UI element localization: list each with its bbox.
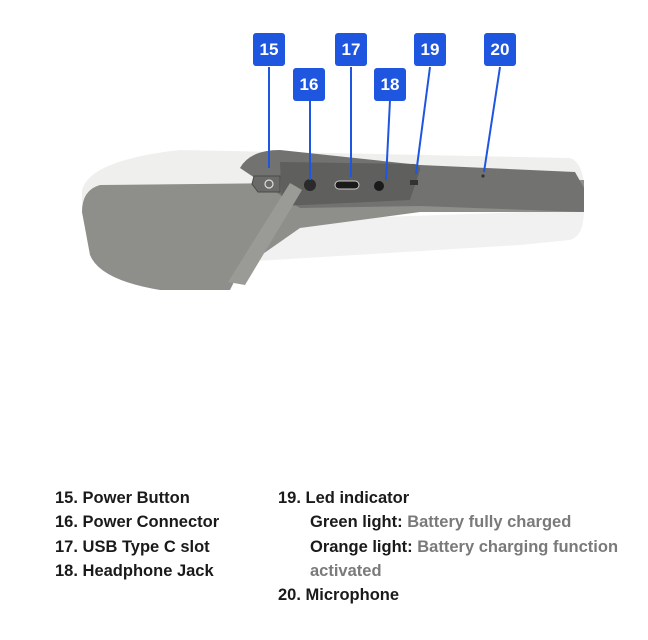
callout-badge-19: 19 [414,33,446,66]
power-connector-shape [304,179,316,191]
orange-light-desc-cont: activated [310,561,382,580]
device-illustration [82,66,584,290]
usb-c-shape [334,180,360,190]
item-number: 15. [55,489,78,507]
item-number: 18. [55,561,78,580]
item-label: Led indicator [305,489,410,507]
item-number: 20. [278,586,301,605]
legend-item-19: 19. Led indicator [278,486,618,510]
device-side-view-figure: 15 16 17 18 19 20 [82,33,584,290]
legend-orange-light: Orange light: Battery charging function [278,535,618,559]
legend-item-16: 16. Power Connector [55,510,219,534]
callout-badge-20: 20 [484,33,516,66]
legend-green-light: Green light: Battery fully charged [278,510,618,534]
power-button-shape [251,175,281,193]
item-number: 17. [55,537,78,556]
led-shape [410,180,418,185]
item-number: 16. [55,513,78,532]
microphone-shape [481,174,485,178]
callout-badge-17: 17 [335,33,367,66]
item-label: USB Type C slot [82,537,210,556]
item-label: Headphone Jack [82,561,214,580]
legend-item-15: 15. Power Button [55,486,219,510]
item-label: Power Button [82,489,190,507]
headphone-jack-shape [374,181,384,191]
orange-light-desc: Battery charging function [417,537,619,556]
legend-left: 15. Power Button 16. Power Connector 17.… [55,486,219,583]
item-number: 19. [278,489,301,507]
kickstand [228,183,302,285]
callout-badge-16: 16 [293,68,325,101]
legend-item-18: 18. Headphone Jack [55,559,219,583]
legend-right: 19. Led indicator Green light: Battery f… [278,486,618,607]
item-label: Microphone [305,586,400,605]
callout-badge-18: 18 [374,68,406,101]
legend-item-17: 17. USB Type C slot [55,535,219,559]
green-light-desc: Battery fully charged [407,513,572,532]
device-grey-band [82,180,584,290]
item-label: Power Connector [82,513,220,532]
legend-item-20: 20. Microphone [278,583,618,607]
callout-badge-15: 15 [253,33,285,66]
green-light-label: Green light: [310,513,403,532]
orange-light-label: Orange light: [310,537,413,556]
